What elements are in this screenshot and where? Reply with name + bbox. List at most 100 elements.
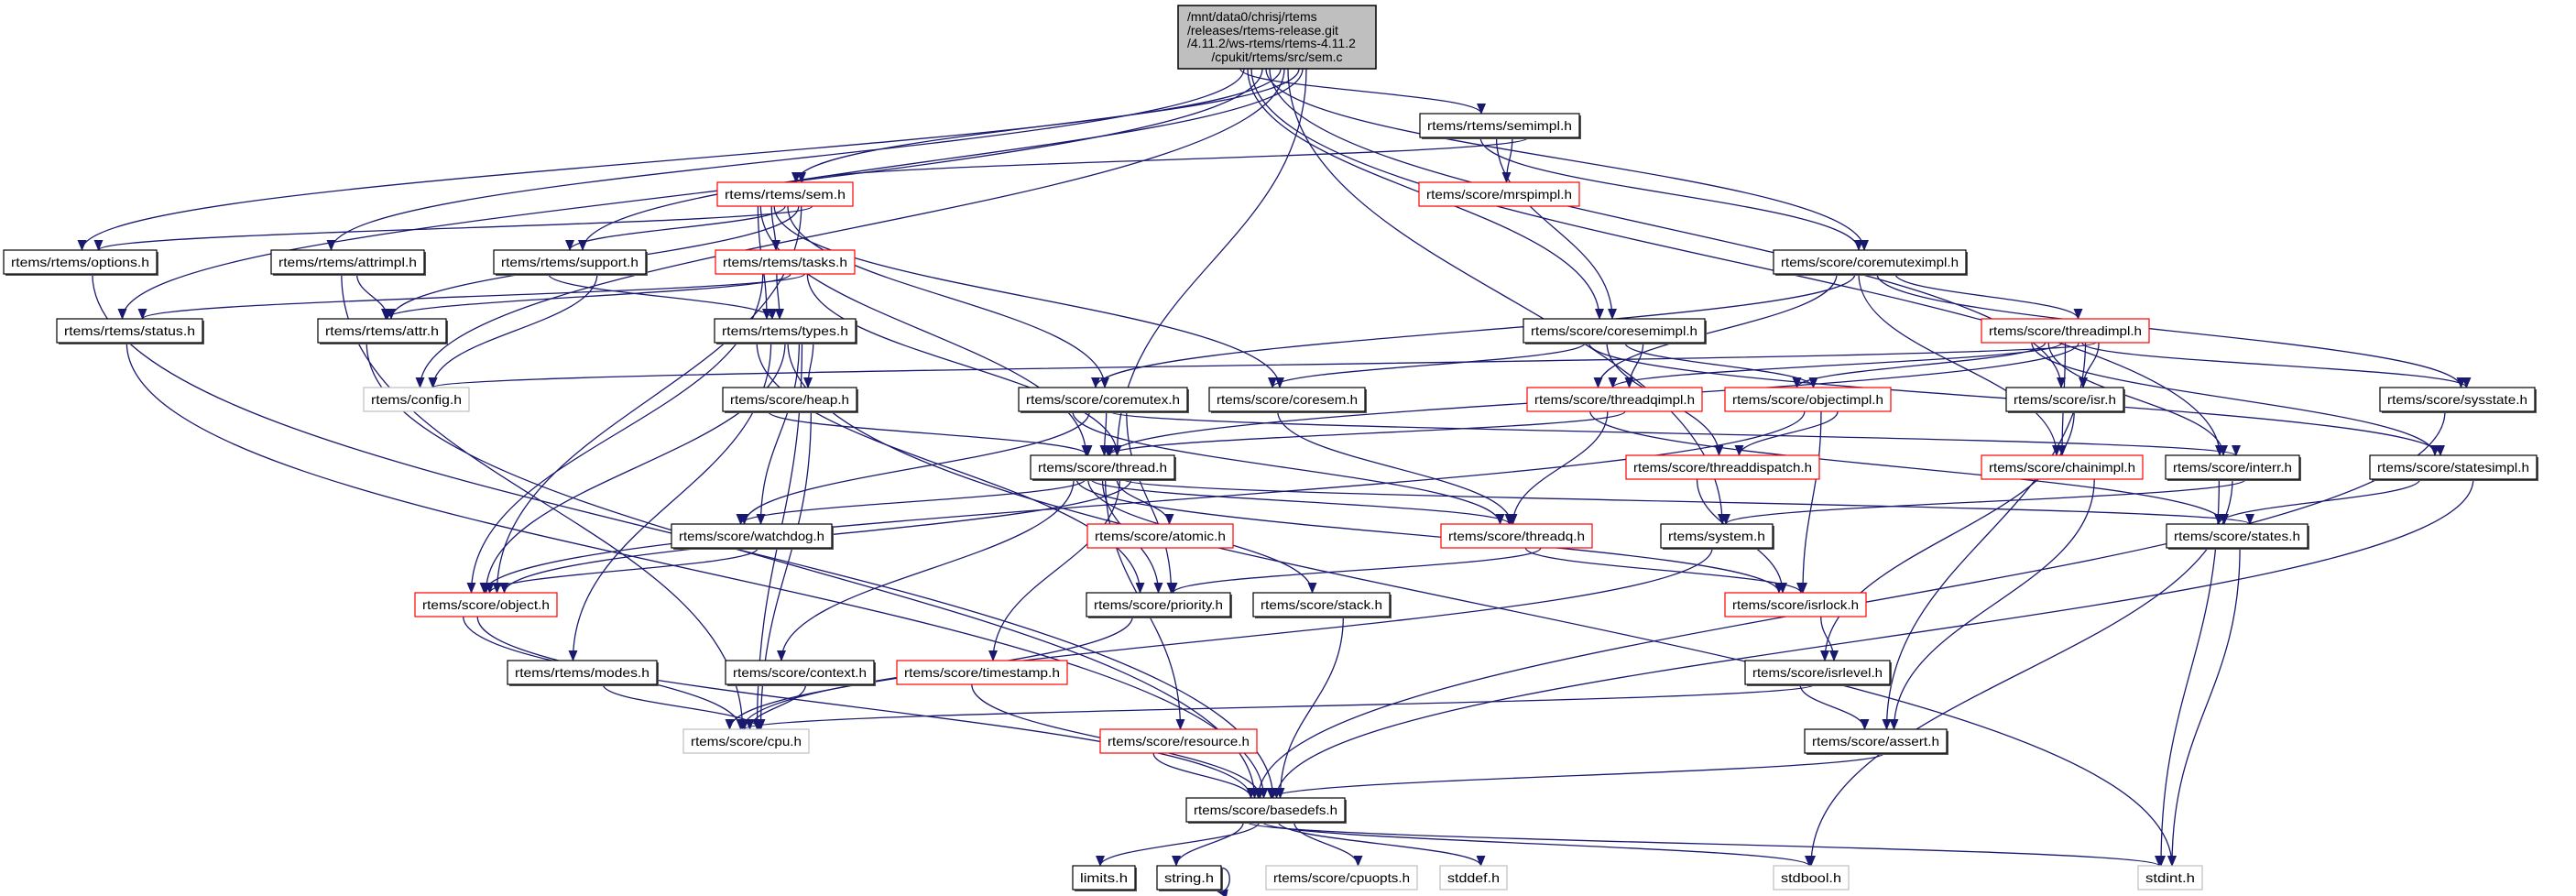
- node-box: [725, 660, 875, 685]
- edge-threadqimpl-to-threadq: [1508, 410, 1609, 525]
- node-isrlevel[interactable]: rtems/score/isrlevel.h: [1744, 660, 1892, 686]
- edge-threadimpl-to-interr: [2047, 342, 2228, 456]
- node-isr[interactable]: rtems/score/isr.h: [2005, 387, 2125, 413]
- node-support[interactable]: rtems/rtems/support.h: [493, 249, 648, 276]
- node-label: rtems/rtems/status.h: [64, 323, 195, 338]
- node-threadimpl[interactable]: rtems/score/threadimpl.h: [1981, 318, 2150, 344]
- node-watchdog[interactable]: rtems/score/watchdog.h: [671, 523, 834, 550]
- edge-sem-to-coresem: [773, 205, 1284, 388]
- node-types[interactable]: rtems/rtems/types.h: [714, 318, 857, 344]
- edge-context-to-cpu: [745, 683, 807, 730]
- node-isrlock[interactable]: rtems/score/isrlock.h: [1724, 592, 1867, 617]
- node-object[interactable]: rtems/score/object.h: [414, 592, 558, 617]
- node-attrimpl[interactable]: rtems/rtems/attrimpl.h: [270, 249, 426, 276]
- node-stddef[interactable]: stddef.h: [1439, 865, 1508, 891]
- node-box: [1981, 454, 2144, 480]
- node-threadqimpl[interactable]: rtems/score/threadqimpl.h: [1526, 387, 1703, 412]
- node-context[interactable]: rtems/score/context.h: [725, 660, 876, 686]
- node-label: rtems/score/thread.h: [1038, 460, 1167, 475]
- node-label: rtems/score/threadimpl.h: [1989, 323, 2142, 338]
- node-status[interactable]: rtems/rtems/status.h: [56, 318, 204, 344]
- edge-threadimpl-to-isr: [2079, 342, 2100, 388]
- node-label: rtems/score/priority.h: [1094, 597, 1223, 612]
- node-label: rtems/score/atomic.h: [1095, 529, 1226, 543]
- node-assert[interactable]: rtems/score/assert.h: [1804, 728, 1948, 755]
- node-config[interactable]: rtems/config.h: [363, 387, 470, 412]
- node-label: rtems/rtems/semimpl.h: [1427, 118, 1572, 133]
- node-box: [1526, 387, 1703, 412]
- node-string[interactable]: string.h: [1156, 865, 1223, 891]
- node-timestamp[interactable]: rtems/score/timestamp.h: [896, 660, 1068, 685]
- node-resource[interactable]: rtems/score/resource.h: [1099, 728, 1258, 754]
- node-priority[interactable]: rtems/score/priority.h: [1086, 592, 1232, 618]
- edge-statesimpl-to-states: [2214, 478, 2421, 525]
- node-coresemimpl[interactable]: rtems/score/coresemimpl.h: [1523, 318, 1707, 344]
- root-file-node[interactable]: /mnt/data0/chrisj/rtems /releases/rtems-…: [1177, 5, 1377, 70]
- node-box: [1072, 865, 1136, 891]
- node-options[interactable]: rtems/rtems/options.h: [3, 249, 158, 276]
- node-chainimpl[interactable]: rtems/score/chainimpl.h: [1981, 454, 2144, 480]
- node-atomic[interactable]: rtems/score/atomic.h: [1086, 523, 1234, 549]
- node-label: rtems/score/chainimpl.h: [1989, 460, 2135, 475]
- node-box: [1804, 728, 1948, 754]
- node-coremuteximpl[interactable]: rtems/score/coremuteximpl.h: [1773, 249, 1968, 276]
- node-thread[interactable]: rtems/score/thread.h: [1030, 454, 1176, 481]
- edge-coremuteximpl-to-sysstate: [1876, 273, 2466, 388]
- node-attr[interactable]: rtems/rtems/attr.h: [317, 318, 448, 344]
- node-stdbool[interactable]: stdbool.h: [1773, 865, 1850, 891]
- node-threaddispatch[interactable]: rtems/score/threaddispatch.h: [1625, 454, 1820, 480]
- edge-basedefs-to-string: [1172, 821, 1244, 867]
- node-label: rtems/score/objectimpl.h: [1732, 392, 1883, 407]
- node-box: [363, 387, 470, 412]
- node-label: rtems/score/coremuteximpl.h: [1781, 255, 1959, 269]
- node-box: [716, 181, 854, 207]
- edge-root-to-support: [578, 68, 1304, 251]
- node-basedefs[interactable]: rtems/score/basedefs.h: [1185, 797, 1347, 824]
- node-statesimpl[interactable]: rtems/score/statesimpl.h: [2369, 454, 2538, 481]
- node-box: [414, 592, 558, 617]
- nodes-layer: /mnt/data0/chrisj/rtems /releases/rtems-…: [3, 5, 2538, 891]
- root-line-3: /4.11.2/ws-rtems/rtems-4.11.2: [1187, 36, 1356, 50]
- node-sysstate[interactable]: rtems/score/sysstate.h: [2379, 387, 2537, 413]
- edge-sem-to-options: [93, 205, 813, 251]
- node-heap[interactable]: rtems/score/heap.h: [722, 387, 858, 413]
- node-cpu[interactable]: rtems/score/cpu.h: [682, 728, 810, 754]
- edges-layer: [77, 68, 2474, 896]
- edge-coremutex-to-interr: [1108, 410, 2241, 456]
- node-mrspimpl[interactable]: rtems/score/mrspimpl.h: [1418, 181, 1580, 207]
- node-modes[interactable]: rtems/rtems/modes.h: [507, 660, 659, 686]
- edge-basedefs-to-stddef: [1277, 821, 1486, 867]
- node-semimpl[interactable]: rtems/rtems/semimpl.h: [1419, 113, 1581, 139]
- node-box: [1773, 249, 1967, 275]
- node-stack[interactable]: rtems/score/stack.h: [1252, 592, 1392, 618]
- edge-thread-to-watchdog: [736, 478, 1086, 525]
- node-system[interactable]: rtems/system.h: [1660, 523, 1774, 550]
- node-threadq[interactable]: rtems/score/threadq.h: [1440, 523, 1593, 549]
- node-box: [1523, 318, 1706, 344]
- node-states[interactable]: rtems/score/states.h: [2166, 523, 2309, 550]
- edge-states-to-stdint: [2167, 547, 2241, 867]
- node-box: [1724, 387, 1892, 412]
- node-interr[interactable]: rtems/score/interr.h: [2165, 454, 2301, 481]
- edge-semimpl-to-sem: [797, 137, 1529, 183]
- node-coremutex[interactable]: rtems/score/coremutex.h: [1018, 387, 1189, 413]
- node-box: [714, 318, 857, 344]
- node-coresem[interactable]: rtems/score/coresem.h: [1208, 387, 1367, 413]
- node-tasks[interactable]: rtems/rtems/tasks.h: [715, 249, 856, 275]
- node-box: [1744, 660, 1891, 685]
- node-label: rtems/score/interr.h: [2173, 460, 2292, 475]
- node-limits[interactable]: limits.h: [1072, 865, 1137, 891]
- node-box: [896, 660, 1068, 685]
- edge-basedefs-to-stdbool: [1261, 821, 1814, 867]
- edge-thread-to-states: [1121, 478, 2254, 525]
- edge-heap-to-thread: [767, 410, 1093, 456]
- node-objectimpl[interactable]: rtems/score/objectimpl.h: [1724, 387, 1892, 412]
- node-label: stdbool.h: [1781, 870, 1841, 885]
- node-cpuopts[interactable]: rtems/score/cpuopts.h: [1265, 865, 1418, 891]
- node-label: rtems/rtems/modes.h: [515, 665, 649, 680]
- node-box: [1156, 865, 1222, 891]
- edge-types-to-priority: [756, 342, 1145, 594]
- node-stdint[interactable]: stdint.h: [2137, 865, 2203, 891]
- node-sem[interactable]: rtems/rtems/sem.h: [716, 181, 854, 207]
